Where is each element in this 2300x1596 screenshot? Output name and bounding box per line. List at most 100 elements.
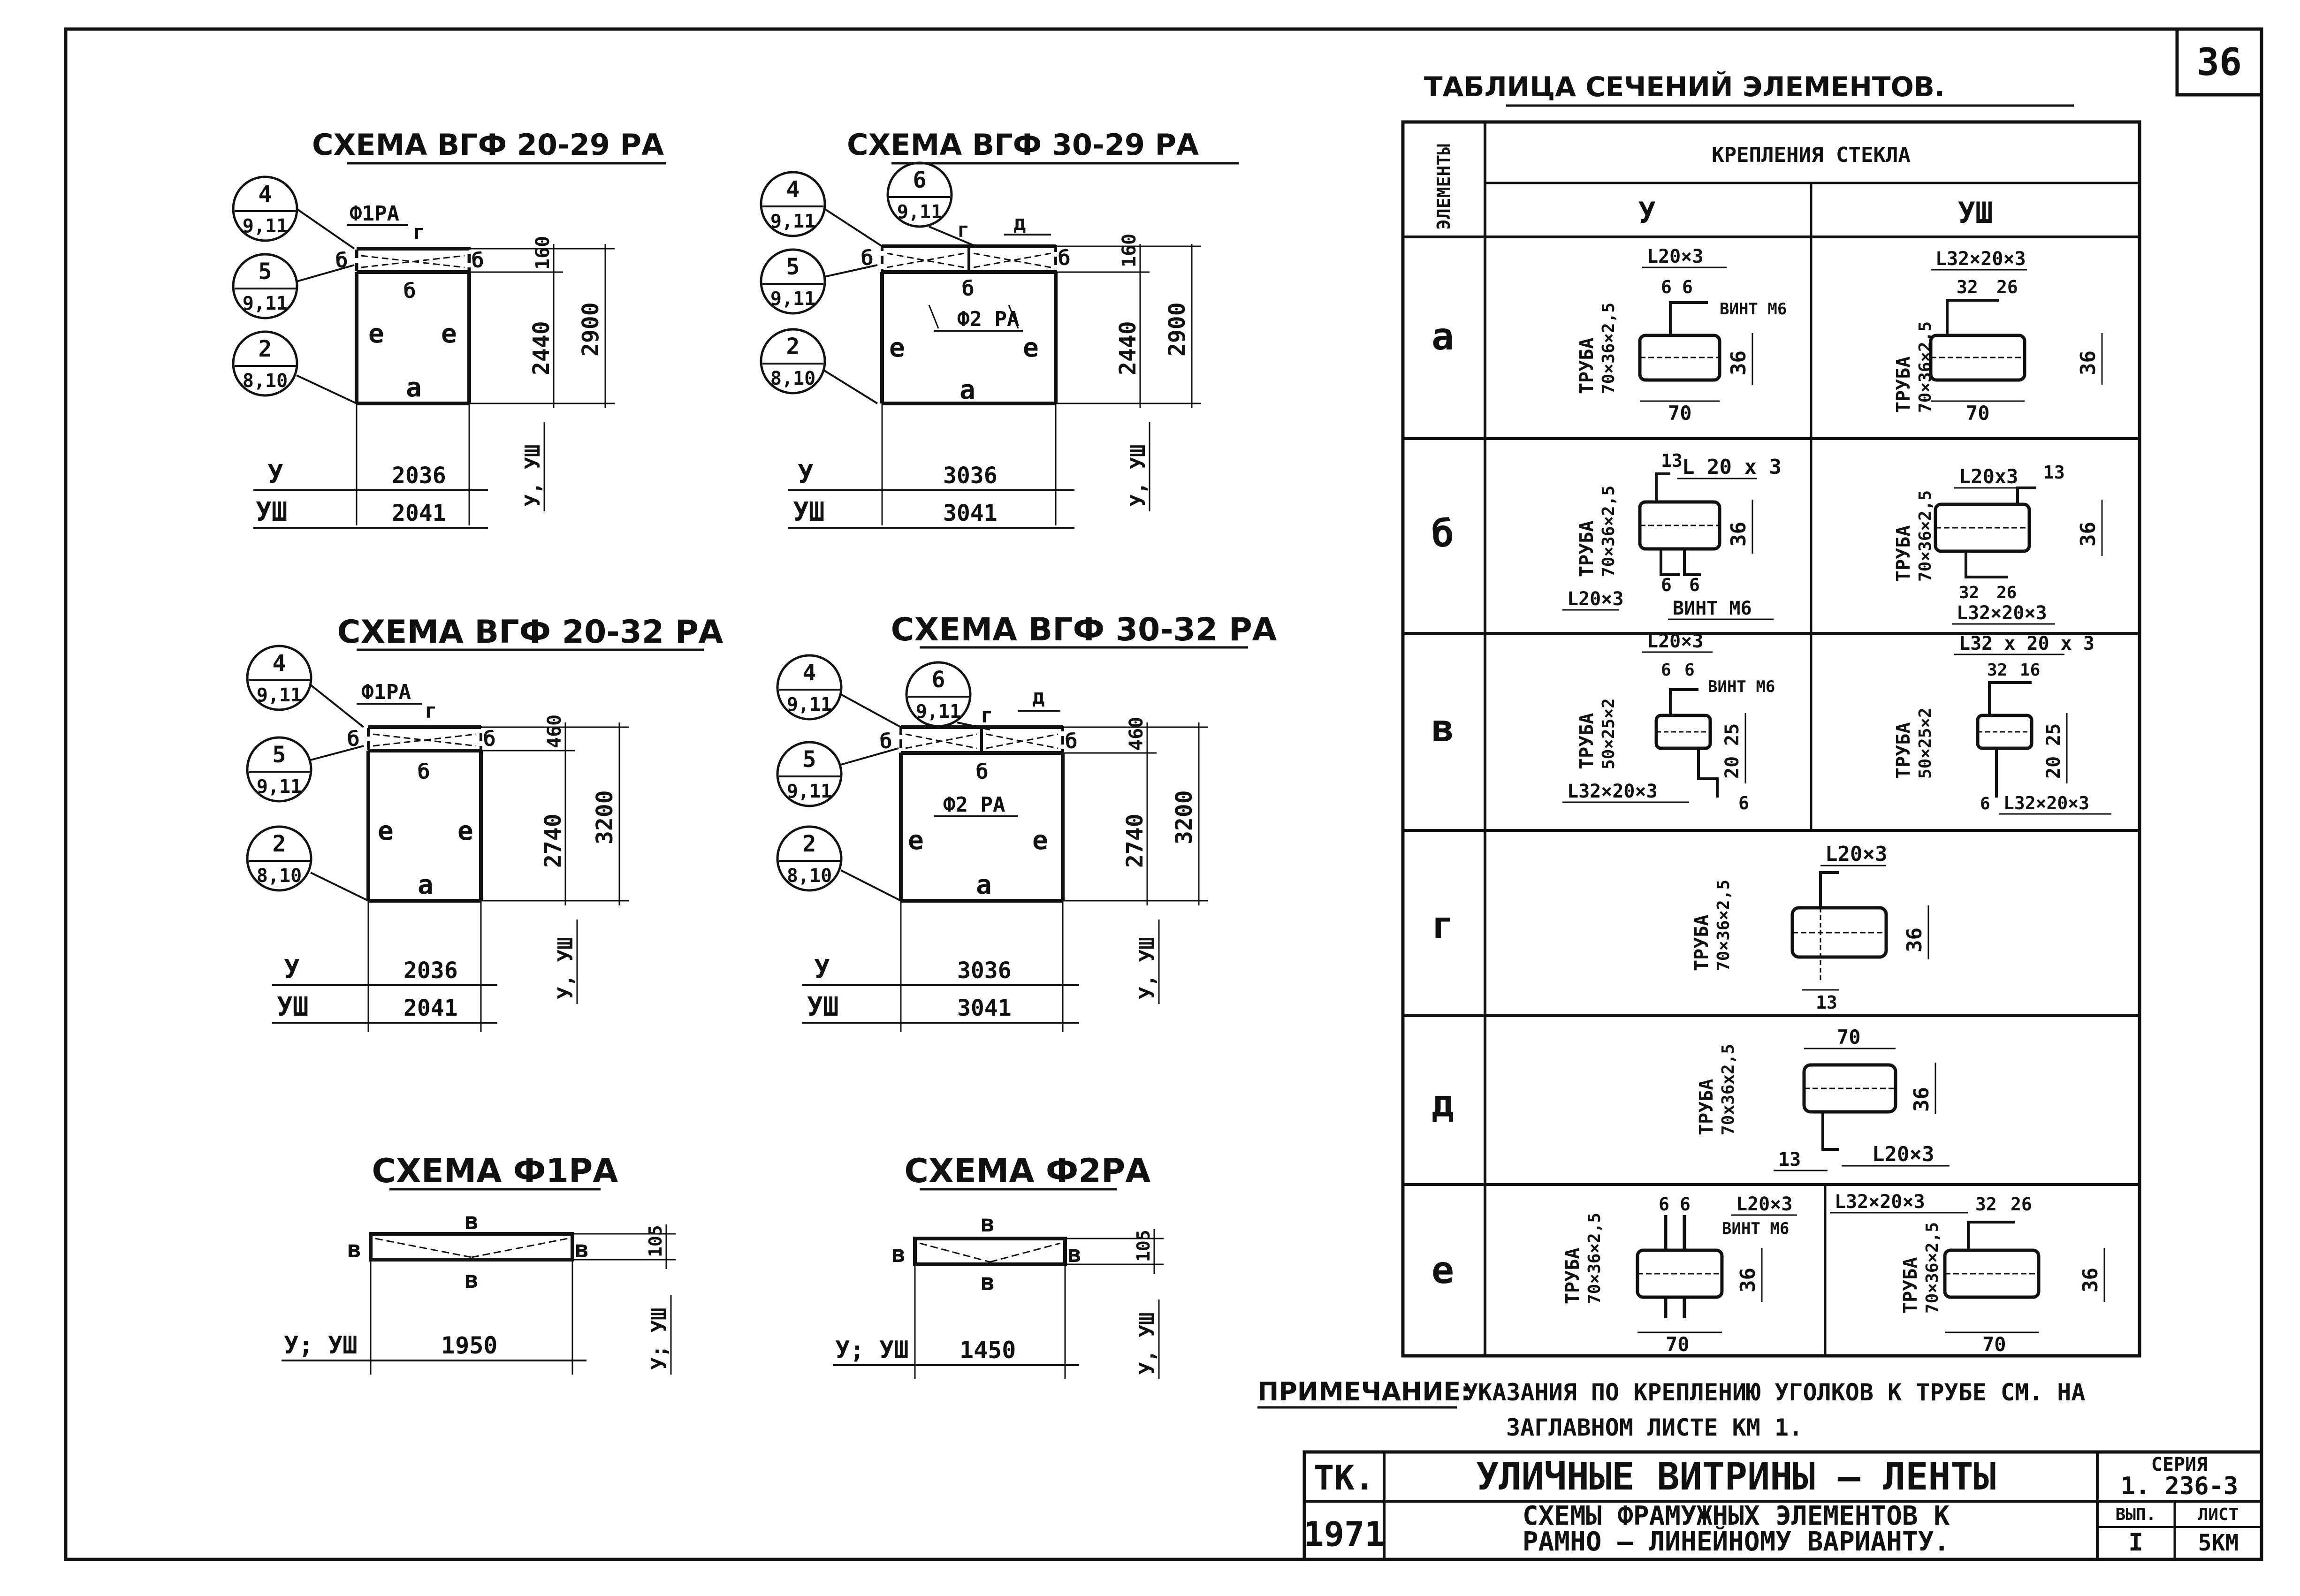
- svg-text:3200: 3200: [592, 790, 618, 844]
- svg-text:У: У: [814, 954, 830, 985]
- svg-text:б: б: [976, 760, 989, 784]
- svg-text:Ф2 РА: Ф2 РА: [957, 307, 1019, 331]
- svg-text:У, УШ: У, УШ: [1135, 1313, 1159, 1375]
- callout-4: 4 9,11: [760, 171, 883, 247]
- section-v-ysh: ТРУБА 50×25×2 L32 х 20 х 3 32 16 25 20 6…: [1893, 633, 2111, 815]
- svg-text:У, УШ: У, УШ: [1126, 445, 1150, 507]
- svg-text:УШ: УШ: [256, 497, 287, 527]
- svg-text:160: 160: [532, 236, 554, 270]
- svg-text:70: 70: [1966, 402, 1990, 425]
- callout-2: 2 8,10: [232, 330, 357, 404]
- svg-text:г: г: [413, 220, 426, 244]
- svg-text:ВИНТ М6: ВИНТ М6: [1722, 1219, 1789, 1238]
- svg-text:ТРУБА: ТРУБА: [1562, 1248, 1584, 1304]
- svg-text:13: 13: [1661, 450, 1683, 471]
- svg-text:13: 13: [1816, 992, 1837, 1013]
- svg-text:а: а: [1432, 315, 1454, 358]
- scheme-f1ra: СХЕМА Ф1РА в в в в 105 У; УШ У; УШ 1950: [282, 1152, 676, 1375]
- svg-text:в: в: [575, 1236, 589, 1263]
- callout-6: 6 9,11: [886, 161, 976, 247]
- svg-text:70: 70: [1666, 1333, 1690, 1356]
- svg-text:УШ: УШ: [277, 992, 308, 1022]
- scheme-title: СХЕМА ВГФ 20-29 РА: [312, 128, 664, 162]
- svg-text:2036: 2036: [392, 463, 446, 489]
- svg-text:160: 160: [1119, 234, 1140, 267]
- sheet-border: [64, 27, 2263, 1561]
- svg-text:б: б: [1065, 730, 1078, 753]
- svg-text:4: 4: [259, 181, 272, 207]
- svg-text:б: б: [1432, 512, 1454, 555]
- svg-text:б: б: [472, 249, 484, 273]
- svg-text:26: 26: [2011, 1194, 2032, 1215]
- svg-text:9,11: 9,11: [257, 684, 302, 706]
- svg-text:е: е: [889, 333, 905, 363]
- svg-text:в: в: [981, 1210, 995, 1237]
- svg-text:в: в: [347, 1236, 361, 1263]
- series-value: 1. 236-3: [2121, 1472, 2238, 1500]
- svg-text:32: 32: [1987, 661, 2007, 680]
- svg-text:70: 70: [1668, 402, 1692, 425]
- svg-text:2900: 2900: [1164, 302, 1190, 357]
- scheme-vgf-20-32: СХЕМА ВГФ 20-32 РА 4 9,11 5 9,11 2 8,10: [246, 614, 724, 1032]
- svg-text:ТРУБА: ТРУБА: [1576, 338, 1598, 394]
- svg-text:в: в: [465, 1266, 479, 1293]
- note-line-2: ЗАГЛАВНОМ ЛИСТЕ КМ 1.: [1506, 1414, 1803, 1441]
- svg-text:4: 4: [273, 650, 286, 676]
- svg-text:а: а: [418, 870, 434, 900]
- section-b-ysh: ТРУБА 70×36×2,5 L20х3 13 32 26 L32×20×3 …: [1893, 462, 2103, 625]
- sheet-number: 36: [2197, 40, 2242, 84]
- sheet-label: ЛИСТ: [2198, 1505, 2239, 1524]
- svg-text:13: 13: [2043, 462, 2065, 483]
- svg-text:ТРУБА: ТРУБА: [1576, 521, 1598, 577]
- svg-text:36: 36: [2079, 1268, 2102, 1292]
- section-v-y: ТРУБА 50×25×2 L20×3 6 6 ВИНТ М6 25 20 L3…: [1562, 631, 1775, 813]
- svg-text:70×36×2,5: 70×36×2,5: [1923, 1222, 1942, 1314]
- svg-text:70×36×2,5: 70×36×2,5: [1599, 303, 1618, 394]
- svg-text:3036: 3036: [957, 958, 1012, 984]
- svg-text:У: У: [798, 459, 814, 490]
- table-row-g: г ТРУБА 70×36×2,5 L20×3 36 13: [1432, 842, 1929, 1013]
- svg-text:У; УШ: У; УШ: [284, 1331, 358, 1360]
- svg-text:6: 6: [1689, 575, 1700, 595]
- svg-text:36: 36: [1910, 1087, 1934, 1112]
- svg-text:3041: 3041: [957, 995, 1012, 1021]
- svg-text:9,11: 9,11: [770, 288, 815, 310]
- svg-text:е: е: [1023, 333, 1039, 363]
- svg-text:6: 6: [1684, 661, 1695, 680]
- svg-text:У, УШ: У, УШ: [521, 445, 545, 507]
- svg-text:36: 36: [2076, 522, 2100, 547]
- org: ТК.: [1314, 1458, 1375, 1497]
- note: ПРИМЕЧАНИЕ: УКАЗАНИЯ ПО КРЕПЛЕНИЮ УГОЛКО…: [1257, 1377, 2086, 1441]
- svg-text:г: г: [425, 699, 437, 723]
- svg-text:70×36×2,5: 70×36×2,5: [1916, 490, 1935, 582]
- svg-text:26: 26: [1996, 277, 2018, 297]
- svg-text:4: 4: [786, 176, 800, 203]
- svg-text:в: в: [981, 1269, 995, 1296]
- section-a-ysh: ТРУБА 70×36×2,5 L32×20×3 32 26 36 70: [1893, 248, 2103, 425]
- svg-text:6: 6: [1980, 794, 1990, 813]
- svg-text:У; УШ: У; УШ: [835, 1336, 909, 1364]
- svg-text:L20×3: L20×3: [1647, 631, 1703, 652]
- svg-text:9,11: 9,11: [257, 776, 302, 798]
- svg-text:г: г: [981, 704, 993, 728]
- svg-text:2041: 2041: [392, 500, 446, 526]
- svg-text:L32×20×3: L32×20×3: [2003, 793, 2089, 813]
- svg-text:а: а: [976, 870, 992, 900]
- svg-text:УШ: УШ: [807, 992, 838, 1022]
- svg-text:а: а: [406, 372, 422, 403]
- svg-text:6: 6: [932, 667, 945, 693]
- svg-text:6: 6: [1661, 575, 1672, 595]
- svg-text:8,10: 8,10: [257, 865, 302, 887]
- svg-text:1950: 1950: [441, 1332, 497, 1359]
- svg-text:L32×20×3: L32×20×3: [1957, 602, 2047, 624]
- svg-text:2041: 2041: [404, 995, 458, 1021]
- svg-text:5: 5: [273, 742, 286, 768]
- svg-text:в: в: [891, 1240, 906, 1268]
- svg-text:б: б: [335, 249, 348, 273]
- svg-text:32: 32: [1959, 583, 1979, 602]
- callout-2: 2 8,10: [776, 825, 901, 902]
- note-label: ПРИМЕЧАНИЕ:: [1257, 1377, 1471, 1406]
- callout-4: 4 9,11: [246, 645, 365, 728]
- svg-text:б: б: [962, 277, 975, 301]
- svg-text:9,11: 9,11: [770, 211, 815, 232]
